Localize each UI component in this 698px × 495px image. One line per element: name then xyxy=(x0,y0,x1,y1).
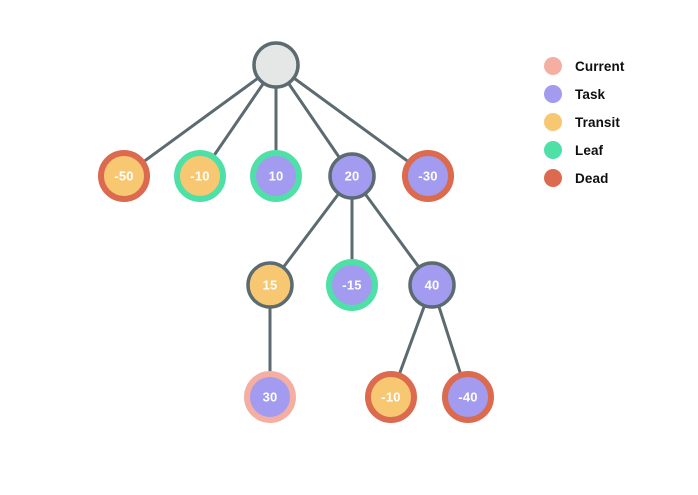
legend-item-transit: Transit xyxy=(544,108,624,136)
tree-node-plus10[interactable]: 10 xyxy=(250,150,302,202)
node-circle xyxy=(244,371,296,423)
tree-node-minus50[interactable]: -50 xyxy=(98,150,150,202)
tree-edge-root-minus50 xyxy=(122,63,278,178)
legend-item-label: Leaf xyxy=(575,142,604,158)
node-circle xyxy=(250,150,302,202)
node-value-label: 40 xyxy=(425,278,440,293)
edges-layer xyxy=(122,63,470,399)
tree-node-minus10b[interactable]: -10 xyxy=(365,371,417,423)
tree-node-plus30[interactable]: 30 xyxy=(244,371,296,423)
legend-swatch-leaf xyxy=(544,141,562,159)
node-value-label: 15 xyxy=(263,278,278,293)
legend-item-leaf: Leaf xyxy=(544,136,624,164)
tree-node-plus20[interactable]: 20 xyxy=(328,152,376,200)
node-circle xyxy=(365,371,417,423)
node-circle xyxy=(98,150,150,202)
legend-item-label: Transit xyxy=(575,114,620,130)
tree-node-root[interactable] xyxy=(252,41,300,89)
legend-swatch-dead xyxy=(544,169,562,187)
legend-item-label: Task xyxy=(575,86,606,102)
tree-node-minus40[interactable]: -40 xyxy=(442,371,494,423)
node-circle xyxy=(174,150,226,202)
node-value-label: 20 xyxy=(345,169,360,184)
node-circle xyxy=(252,41,300,89)
tree-node-minus30[interactable]: -30 xyxy=(402,150,454,202)
node-value-label: -30 xyxy=(418,169,437,184)
legend-item-task: Task xyxy=(544,80,624,108)
node-value-label: -50 xyxy=(114,169,133,184)
node-value-label: 10 xyxy=(269,169,284,184)
nodes-layer: -50 -10 10 20 -30 15 -15 40 30 -10 -40 xyxy=(98,41,494,423)
tree-node-minus10a[interactable]: -10 xyxy=(174,150,226,202)
legend-swatch-current xyxy=(544,57,562,75)
node-value-label: -10 xyxy=(190,169,209,184)
tree-node-plus40[interactable]: 40 xyxy=(408,261,456,309)
legend-item-current: Current xyxy=(544,52,624,80)
node-value-label: 30 xyxy=(263,390,278,405)
legend-item-label: Current xyxy=(575,58,625,74)
legend-swatch-transit xyxy=(544,113,562,131)
node-value-label: -15 xyxy=(342,278,361,293)
tree-edge-root-minus30 xyxy=(274,63,430,178)
node-circle xyxy=(408,261,456,309)
tree-node-minus15[interactable]: -15 xyxy=(326,259,378,311)
legend-swatch-task xyxy=(544,85,562,103)
node-circle xyxy=(246,261,294,309)
legend-item-label: Dead xyxy=(575,170,609,186)
tree-node-plus15[interactable]: 15 xyxy=(246,261,294,309)
legend-item-dead: Dead xyxy=(544,164,624,192)
node-circle xyxy=(442,371,494,423)
node-value-label: -40 xyxy=(458,390,477,405)
node-circle xyxy=(328,152,376,200)
node-circle xyxy=(326,259,378,311)
node-value-label: -10 xyxy=(381,390,400,405)
node-circle xyxy=(402,150,454,202)
